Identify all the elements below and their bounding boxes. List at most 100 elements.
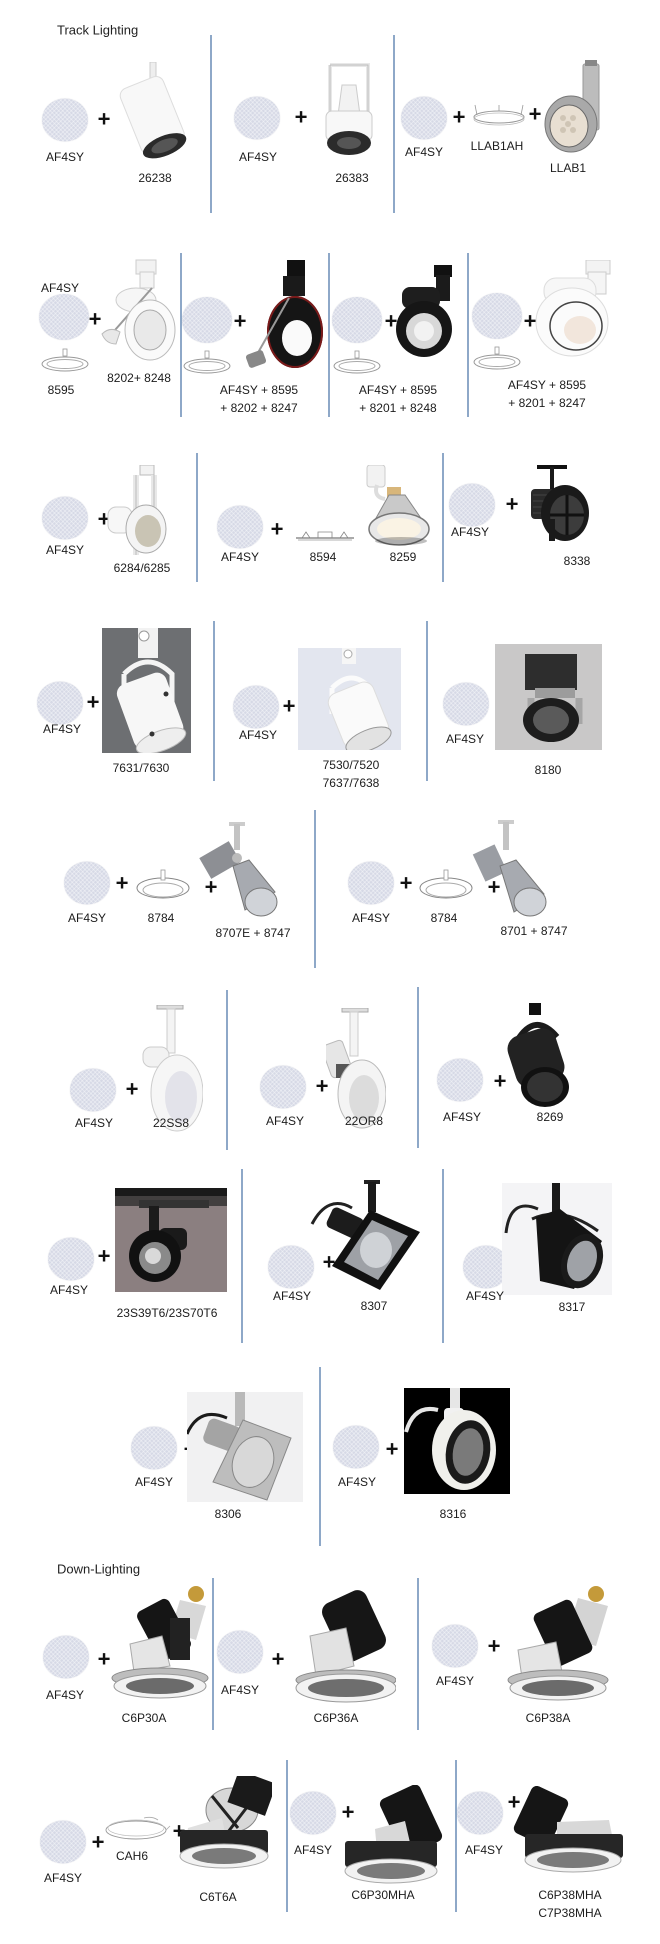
disc-label: AF4SY [67,911,107,925]
plus-sign: + [115,870,129,896]
fixture-image-8201-8247 [530,260,616,360]
af4sy-lens-disc [217,505,263,549]
section-title-down-lighting: Down-Lighting [57,1561,141,1577]
fixture-label: C6P30A [121,1711,167,1725]
af4sy-lens-disc [463,1245,509,1289]
disc-label: AF4SY [450,525,490,539]
fixture-label-line-1: 7530/7520 [322,758,380,772]
plus-sign: + [97,1646,111,1672]
plus-sign: + [528,101,542,127]
adapter-image-8595 [40,348,90,374]
disc-label: AF4SY [445,732,485,746]
plus-sign: + [384,308,398,334]
plus-sign: + [88,306,102,332]
fixture-image-8202-8247 [243,258,325,374]
fixture-label: 6284/6285 [113,561,171,575]
column-divider [226,990,228,1150]
combo-label-line-2: + 8201 + 8247 [508,396,586,410]
af4sy-lens-disc [290,1791,336,1835]
plus-sign: + [125,1076,139,1102]
fixture-image-6284-6285 [106,465,170,561]
column-divider [210,35,212,213]
disc-label: AF4SY [465,1289,505,1303]
af4sy-lens-disc [40,1820,86,1864]
plus-sign: + [282,693,296,719]
plus-sign: + [523,308,537,334]
fixture-label: 8202+ 8248 [107,371,171,385]
combo-label-line-2: + 8201 + 8248 [359,401,437,415]
disc-label: AF4SY [42,722,82,736]
adapter-image-8594 [294,526,356,542]
column-divider [286,1760,288,1912]
column-divider [241,1169,243,1343]
af4sy-lens-disc [43,1635,89,1679]
af4sy-lens-disc [70,1068,116,1112]
disc-label: AF4SY [40,281,80,295]
disc-label: AF4SY [45,543,85,557]
fixture-label: 8259 [389,550,417,564]
adapter-label: 8784 [430,911,458,925]
fixture-label: 23S39T6/23S70T6 [116,1306,218,1320]
af4sy-lens-disc [217,1630,263,1674]
column-divider [212,1578,214,1730]
plus-sign: + [341,1799,355,1825]
column-divider [180,253,182,417]
plus-sign: + [294,104,308,130]
af4sy-lens-disc [182,297,232,343]
fixture-label-line-2: C7P38MHA [538,1906,602,1920]
fixture-image-7631-7630 [102,628,191,753]
column-divider [442,453,444,582]
af4sy-lens-disc [260,1065,306,1109]
fixture-label: 8701 + 8747 [500,924,568,938]
fixture-label: 8317 [558,1300,586,1314]
fixture-label: C6P36A [313,1711,359,1725]
column-divider [328,253,330,417]
disc-label: AF4SY [351,911,391,925]
fixture-label: 8180 [534,763,562,777]
af4sy-lens-disc [64,861,110,905]
combo-label-line-1: AF4SY + 8595 [507,378,587,392]
disc-label: AF4SY [293,1843,333,1857]
section-title-track-lighting: Track Lighting [57,22,139,38]
adapter-ring-icon [332,350,382,376]
fixture-label: 8338 [563,554,591,568]
fixture-label: 8307 [360,1299,388,1313]
plus-sign: + [385,1436,399,1462]
disc-label: AF4SY [45,1688,85,1702]
fixture-image-c6p38mha [513,1786,627,1874]
disc-label: AF4SY [265,1114,305,1128]
adapter-label: LLAB1AH [470,139,524,153]
af4sy-lens-disc [42,496,88,540]
plus-sign: + [505,491,519,517]
fixture-label: 26383 [335,171,369,185]
plus-sign: + [315,1073,329,1099]
plus-sign: + [97,1243,111,1269]
fixture-image-7530-7520 [298,648,401,750]
plus-sign: + [271,1646,285,1672]
adapter-label: 8784 [147,911,175,925]
fixture-label: 22SS8 [152,1116,190,1130]
plus-sign: + [322,1249,336,1275]
column-divider [455,1760,457,1912]
fixture-image-c6p30mha [335,1785,457,1887]
fixture-image-8707e-8747 [199,822,281,918]
disc-label: AF4SY [272,1289,312,1303]
fixture-image-8180 [495,644,602,750]
fixture-image-8306 [187,1392,303,1502]
plus-sign: + [487,1633,501,1659]
fixture-image-c6p38a [492,1584,616,1702]
af4sy-lens-disc [457,1791,503,1835]
disc-label: AF4SY [134,1475,174,1489]
fixture-label: C6P38A [525,1711,571,1725]
disc-label: AF4SY [442,1110,482,1124]
adapter-ring-icon [472,346,522,372]
adapter-image-8784 [418,868,474,902]
plus-sign: + [91,1829,105,1855]
fixture-image-8202-8248 [98,258,178,366]
fixture-image-c6p36a [280,1590,396,1706]
fixture-image-8269 [505,1003,573,1111]
column-divider [196,453,198,582]
column-divider [417,987,419,1148]
disc-label: AF4SY [45,150,85,164]
af4sy-lens-disc [472,293,522,339]
